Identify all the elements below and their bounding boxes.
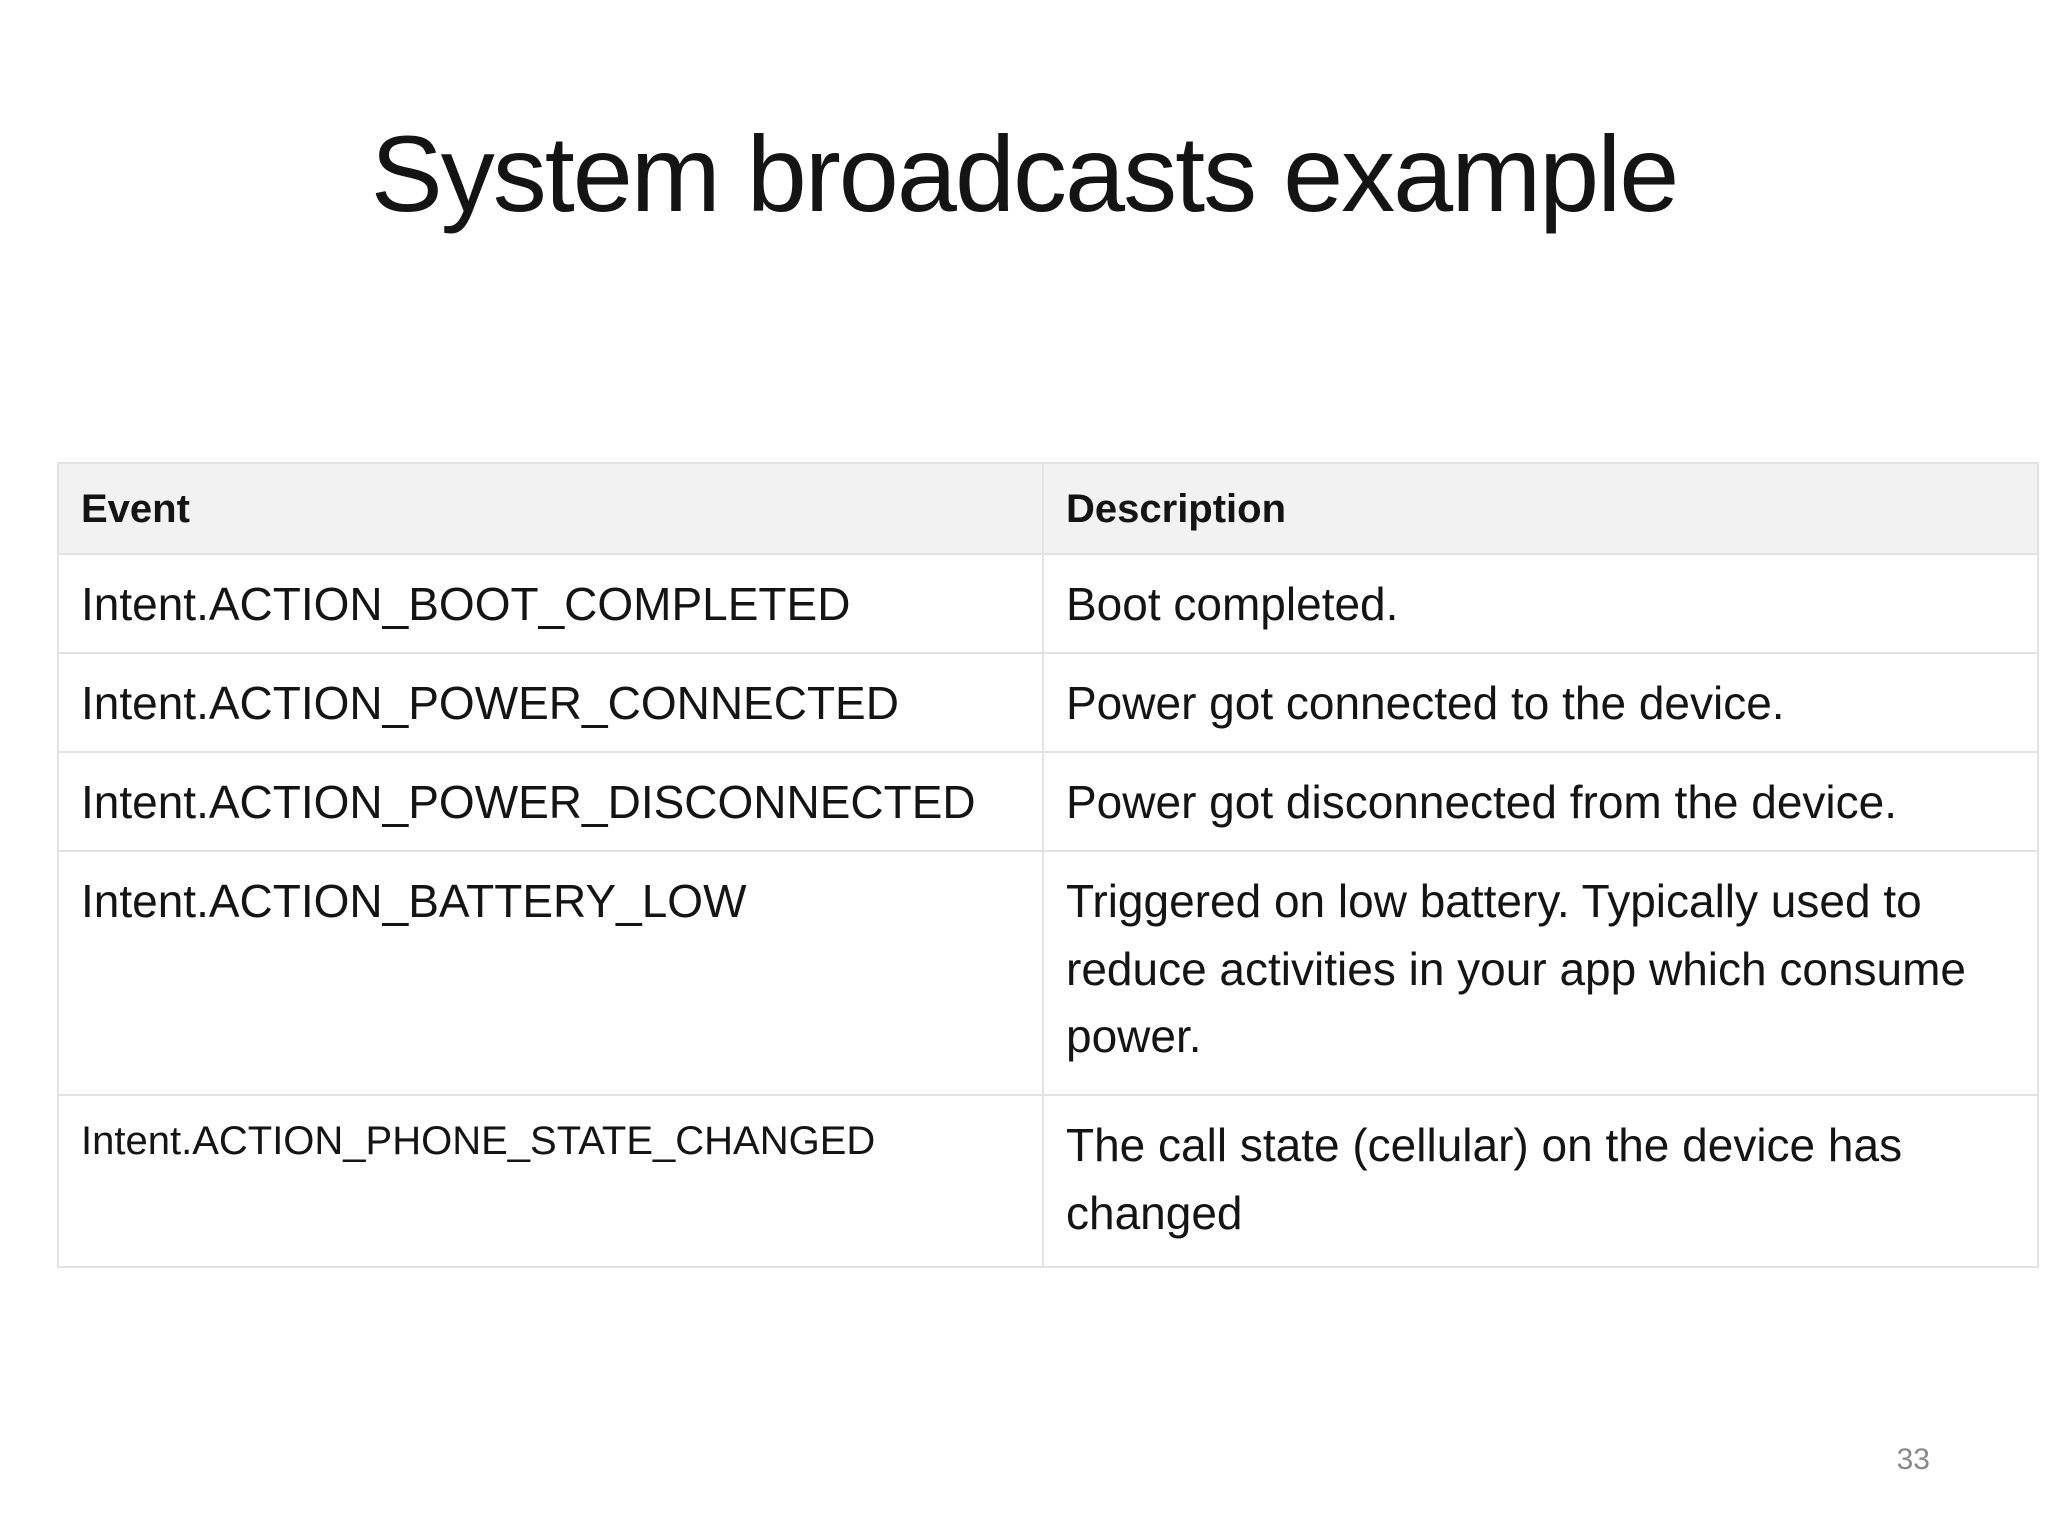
description-cell: Boot completed. xyxy=(1042,552,2039,655)
event-cell: Intent.ACTION_BOOT_COMPLETED xyxy=(57,552,1044,655)
slide-title: System broadcasts example xyxy=(370,113,1680,234)
event-cell: Intent.ACTION_PHONE_STATE_CHANGED xyxy=(57,1094,1044,1269)
description-cell: Triggered on low battery. Typically used… xyxy=(1042,850,2039,1097)
broadcasts-table: Event Description Intent.ACTION_BOOT_COM… xyxy=(57,462,2039,1269)
table-header-row: Event Description xyxy=(57,462,2039,555)
event-cell: Intent.ACTION_POWER_CONNECTED xyxy=(57,652,1044,754)
description-cell: Power got connected to the device. xyxy=(1042,652,2039,754)
table-header-description: Description xyxy=(1042,462,2039,555)
description-cell: The call state (cellular) on the device … xyxy=(1042,1094,2039,1269)
description-cell: Power got disconnected from the device. xyxy=(1042,751,2039,853)
table-row: Intent.ACTION_PHONE_STATE_CHANGED The ca… xyxy=(57,1094,2039,1269)
event-cell: Intent.ACTION_POWER_DISCONNECTED xyxy=(57,751,1044,853)
table-row: Intent.ACTION_POWER_CONNECTED Power got … xyxy=(57,652,2039,754)
table-header-event: Event xyxy=(57,462,1044,555)
table-row: Intent.ACTION_BOOT_COMPLETED Boot comple… xyxy=(57,552,2039,655)
event-cell: Intent.ACTION_BATTERY_LOW xyxy=(57,850,1044,1097)
page-number: 33 xyxy=(1896,1443,1930,1476)
table-row: Intent.ACTION_POWER_DISCONNECTED Power g… xyxy=(57,751,2039,853)
table-row: Intent.ACTION_BATTERY_LOW Triggered on l… xyxy=(57,850,2039,1097)
